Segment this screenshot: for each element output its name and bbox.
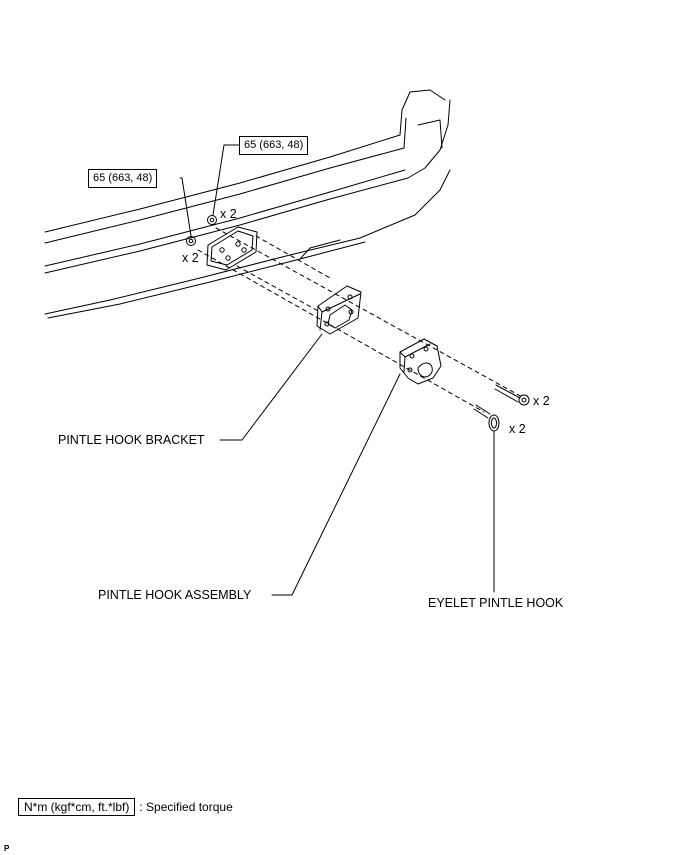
- pintle-hook-bracket-part: [316, 285, 362, 335]
- label-pintle-hook-bracket: PINTLE HOOK BRACKET: [58, 433, 205, 447]
- alignment-lines: [197, 227, 525, 413]
- rear-bumper: [44, 89, 451, 319]
- page-code: P: [4, 844, 10, 853]
- torque-callout-upper: 65 (663, 48): [239, 136, 309, 155]
- torque-legend-text: : Specified torque: [139, 800, 233, 814]
- pintle-hook-assembly-part: [399, 338, 442, 385]
- torque-legend: N*m (kgf*cm, ft.*lbf) : Specified torque: [18, 798, 233, 816]
- quantity-bolt: x 2: [533, 394, 550, 408]
- torque-unit-box: N*m (kgf*cm, ft.*lbf): [18, 798, 136, 816]
- quantity-upper-nut: x 2: [220, 207, 237, 221]
- leader-lines: [179, 144, 495, 596]
- label-pintle-hook-assembly: PINTLE HOOK ASSEMBLY: [98, 588, 252, 602]
- quantity-eyelet: x 2: [509, 422, 526, 436]
- upper-nut: [207, 215, 217, 225]
- lower-nut: [186, 236, 196, 246]
- quantity-lower-nut: x 2: [182, 251, 199, 265]
- bolt: [494, 384, 530, 406]
- label-eyelet-pintle-hook: EYELET PINTLE HOOK: [428, 596, 564, 610]
- bumper-hitch-plate: [206, 226, 258, 271]
- torque-callout-lower: 65 (663, 48): [88, 169, 158, 188]
